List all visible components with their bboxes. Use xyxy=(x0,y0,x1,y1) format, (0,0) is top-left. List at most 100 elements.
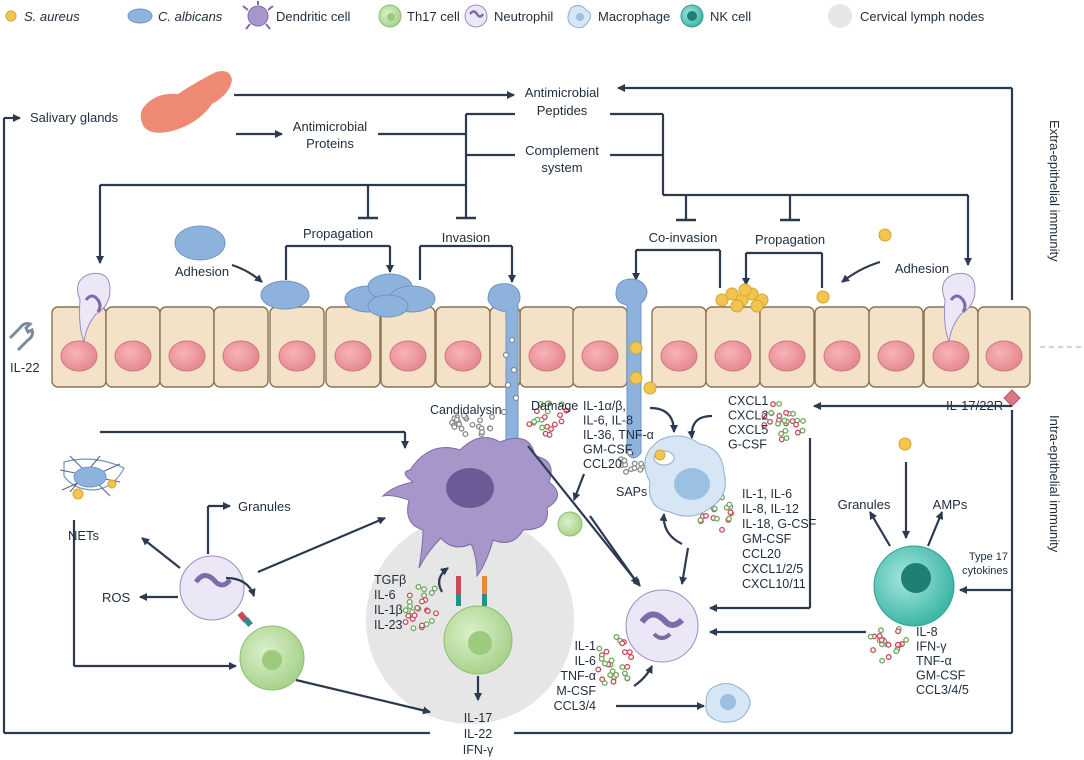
cytokine-dot xyxy=(462,431,469,438)
ros-label: ROS xyxy=(102,590,131,605)
list-item: IL-17 xyxy=(464,711,493,725)
granules-left-label: Granules xyxy=(238,499,291,514)
list-item: TNF-α xyxy=(560,669,596,683)
amp-peptides-label-2: Peptides xyxy=(537,103,588,118)
cytokine-dot xyxy=(431,585,438,592)
cytokine-dot xyxy=(411,612,418,619)
epithelial-nucleus xyxy=(768,340,806,372)
list-item: TGFβ xyxy=(374,573,406,587)
cytokine-dot xyxy=(542,430,549,437)
cytokine-dot xyxy=(488,413,495,420)
s-aureus-cell xyxy=(725,287,739,301)
salivary-glands-label: Salivary glands xyxy=(30,110,119,125)
cytokine-dot xyxy=(548,426,554,432)
epithelial-nucleus xyxy=(528,340,566,372)
cytokine-dot xyxy=(601,660,608,667)
macrophage-small xyxy=(705,683,751,723)
th17-cell-icon xyxy=(378,4,402,28)
list-item: GM-CSF xyxy=(916,669,966,683)
cytokine-dot xyxy=(410,625,417,632)
cytokine-dot xyxy=(601,680,608,687)
nets-label: NETs xyxy=(68,528,100,543)
epithelial-nucleus xyxy=(932,340,970,372)
dc-mhc-receptor xyxy=(456,576,487,606)
epithelial-neutrophil-right xyxy=(942,272,976,343)
s-aureus-cluster xyxy=(629,283,830,395)
epithelial-nucleus xyxy=(660,340,698,372)
th17-cell-left xyxy=(239,625,305,691)
cytokine-dot xyxy=(894,641,901,648)
s-aureus-free-top xyxy=(878,228,892,242)
cytokine-dot xyxy=(423,621,430,628)
cytokine-dot xyxy=(800,417,807,424)
small-th17-cell xyxy=(557,511,583,537)
sa-cytokine-list: IL-1α/β,IL-6, IL-8IL-36, TNF-αGM-CSF,CCL… xyxy=(583,399,654,471)
legend-th17-cell: Th17 cell xyxy=(407,9,460,24)
type17-label-1: Type 17 xyxy=(969,551,1008,563)
list-item: GM-CSF xyxy=(742,532,792,546)
dendritic-cell xyxy=(381,437,558,578)
cytokine-dot xyxy=(421,592,428,599)
legend-cervical-lymph-nodes: Cervical lymph nodes xyxy=(860,9,985,24)
propagation-right-label: Propagation xyxy=(755,232,825,247)
list-item: CXCL2 xyxy=(728,409,768,423)
list-item: CCL3/4/5 xyxy=(916,683,969,697)
cytokine-dot xyxy=(479,429,485,436)
list-item: CCL3/4 xyxy=(554,699,596,713)
list-item: CXCL1/2/5 xyxy=(742,562,803,576)
lower-connectors xyxy=(2,114,1014,735)
s-aureus-cell xyxy=(629,341,643,355)
cytokine-dot xyxy=(711,505,718,512)
list-item: TNF-α xyxy=(916,654,952,668)
amp-proteins-label-2: Proteins xyxy=(306,136,354,151)
cytokine-dot xyxy=(878,637,885,644)
cytokine-dot xyxy=(885,654,892,660)
legend-macrophage: Macrophage xyxy=(598,9,670,24)
cytokine-dot xyxy=(761,422,768,429)
list-item: IL-1β xyxy=(374,603,403,617)
macrophage-icon xyxy=(567,4,592,29)
epithelial-nucleus xyxy=(334,340,372,372)
invasion-label: Invasion xyxy=(442,230,490,245)
wrench-icon xyxy=(8,322,34,352)
legend-dendritic-cell: Dendritic cell xyxy=(276,9,351,24)
il17-22r-receptor-icon xyxy=(1003,389,1021,407)
candidalysin-dot xyxy=(500,408,508,416)
saps-label: SAPs xyxy=(616,485,647,499)
cytokine-dot xyxy=(563,407,570,414)
cytokine-dot xyxy=(406,592,413,599)
cytokine-dot xyxy=(626,649,633,656)
s-aureus-cell xyxy=(715,293,729,307)
s-aureus-cell xyxy=(816,290,830,304)
cytokine-dot xyxy=(903,636,910,643)
cytokine-dot xyxy=(551,421,558,428)
cytokine-dot xyxy=(544,408,551,415)
cytokine-dot xyxy=(541,414,548,421)
neutrophil-icon xyxy=(464,4,488,28)
cytokine-dot xyxy=(456,421,463,428)
list-item: IL-36, TNF-α xyxy=(583,428,654,442)
cytokine-dot xyxy=(477,417,483,424)
cytokine-dot xyxy=(628,654,635,661)
cytokine-dot xyxy=(406,598,413,605)
amps-label: AMPs xyxy=(933,497,968,512)
cytokine-dot xyxy=(870,647,877,654)
epithelial-nucleus xyxy=(444,340,482,372)
list-item: IFN-γ xyxy=(916,640,947,654)
cytokine-dot xyxy=(421,586,428,593)
intra-epithelial-label: Intra-epithelial immunity xyxy=(1047,415,1062,553)
cytokine-dot xyxy=(537,400,544,407)
cytokine-dot xyxy=(424,608,431,615)
cytokine-dot xyxy=(893,648,900,655)
list-item: IL-1α/β, xyxy=(583,399,626,413)
cytokine-dot xyxy=(637,466,644,473)
nk-cell xyxy=(873,545,955,627)
c-albicans-icon xyxy=(127,8,153,24)
legend-neutrophil: Neutrophil xyxy=(494,9,553,24)
candidalysin-dot xyxy=(508,336,516,344)
cytokine-dot xyxy=(885,641,892,648)
cytokine-dot xyxy=(558,418,565,425)
